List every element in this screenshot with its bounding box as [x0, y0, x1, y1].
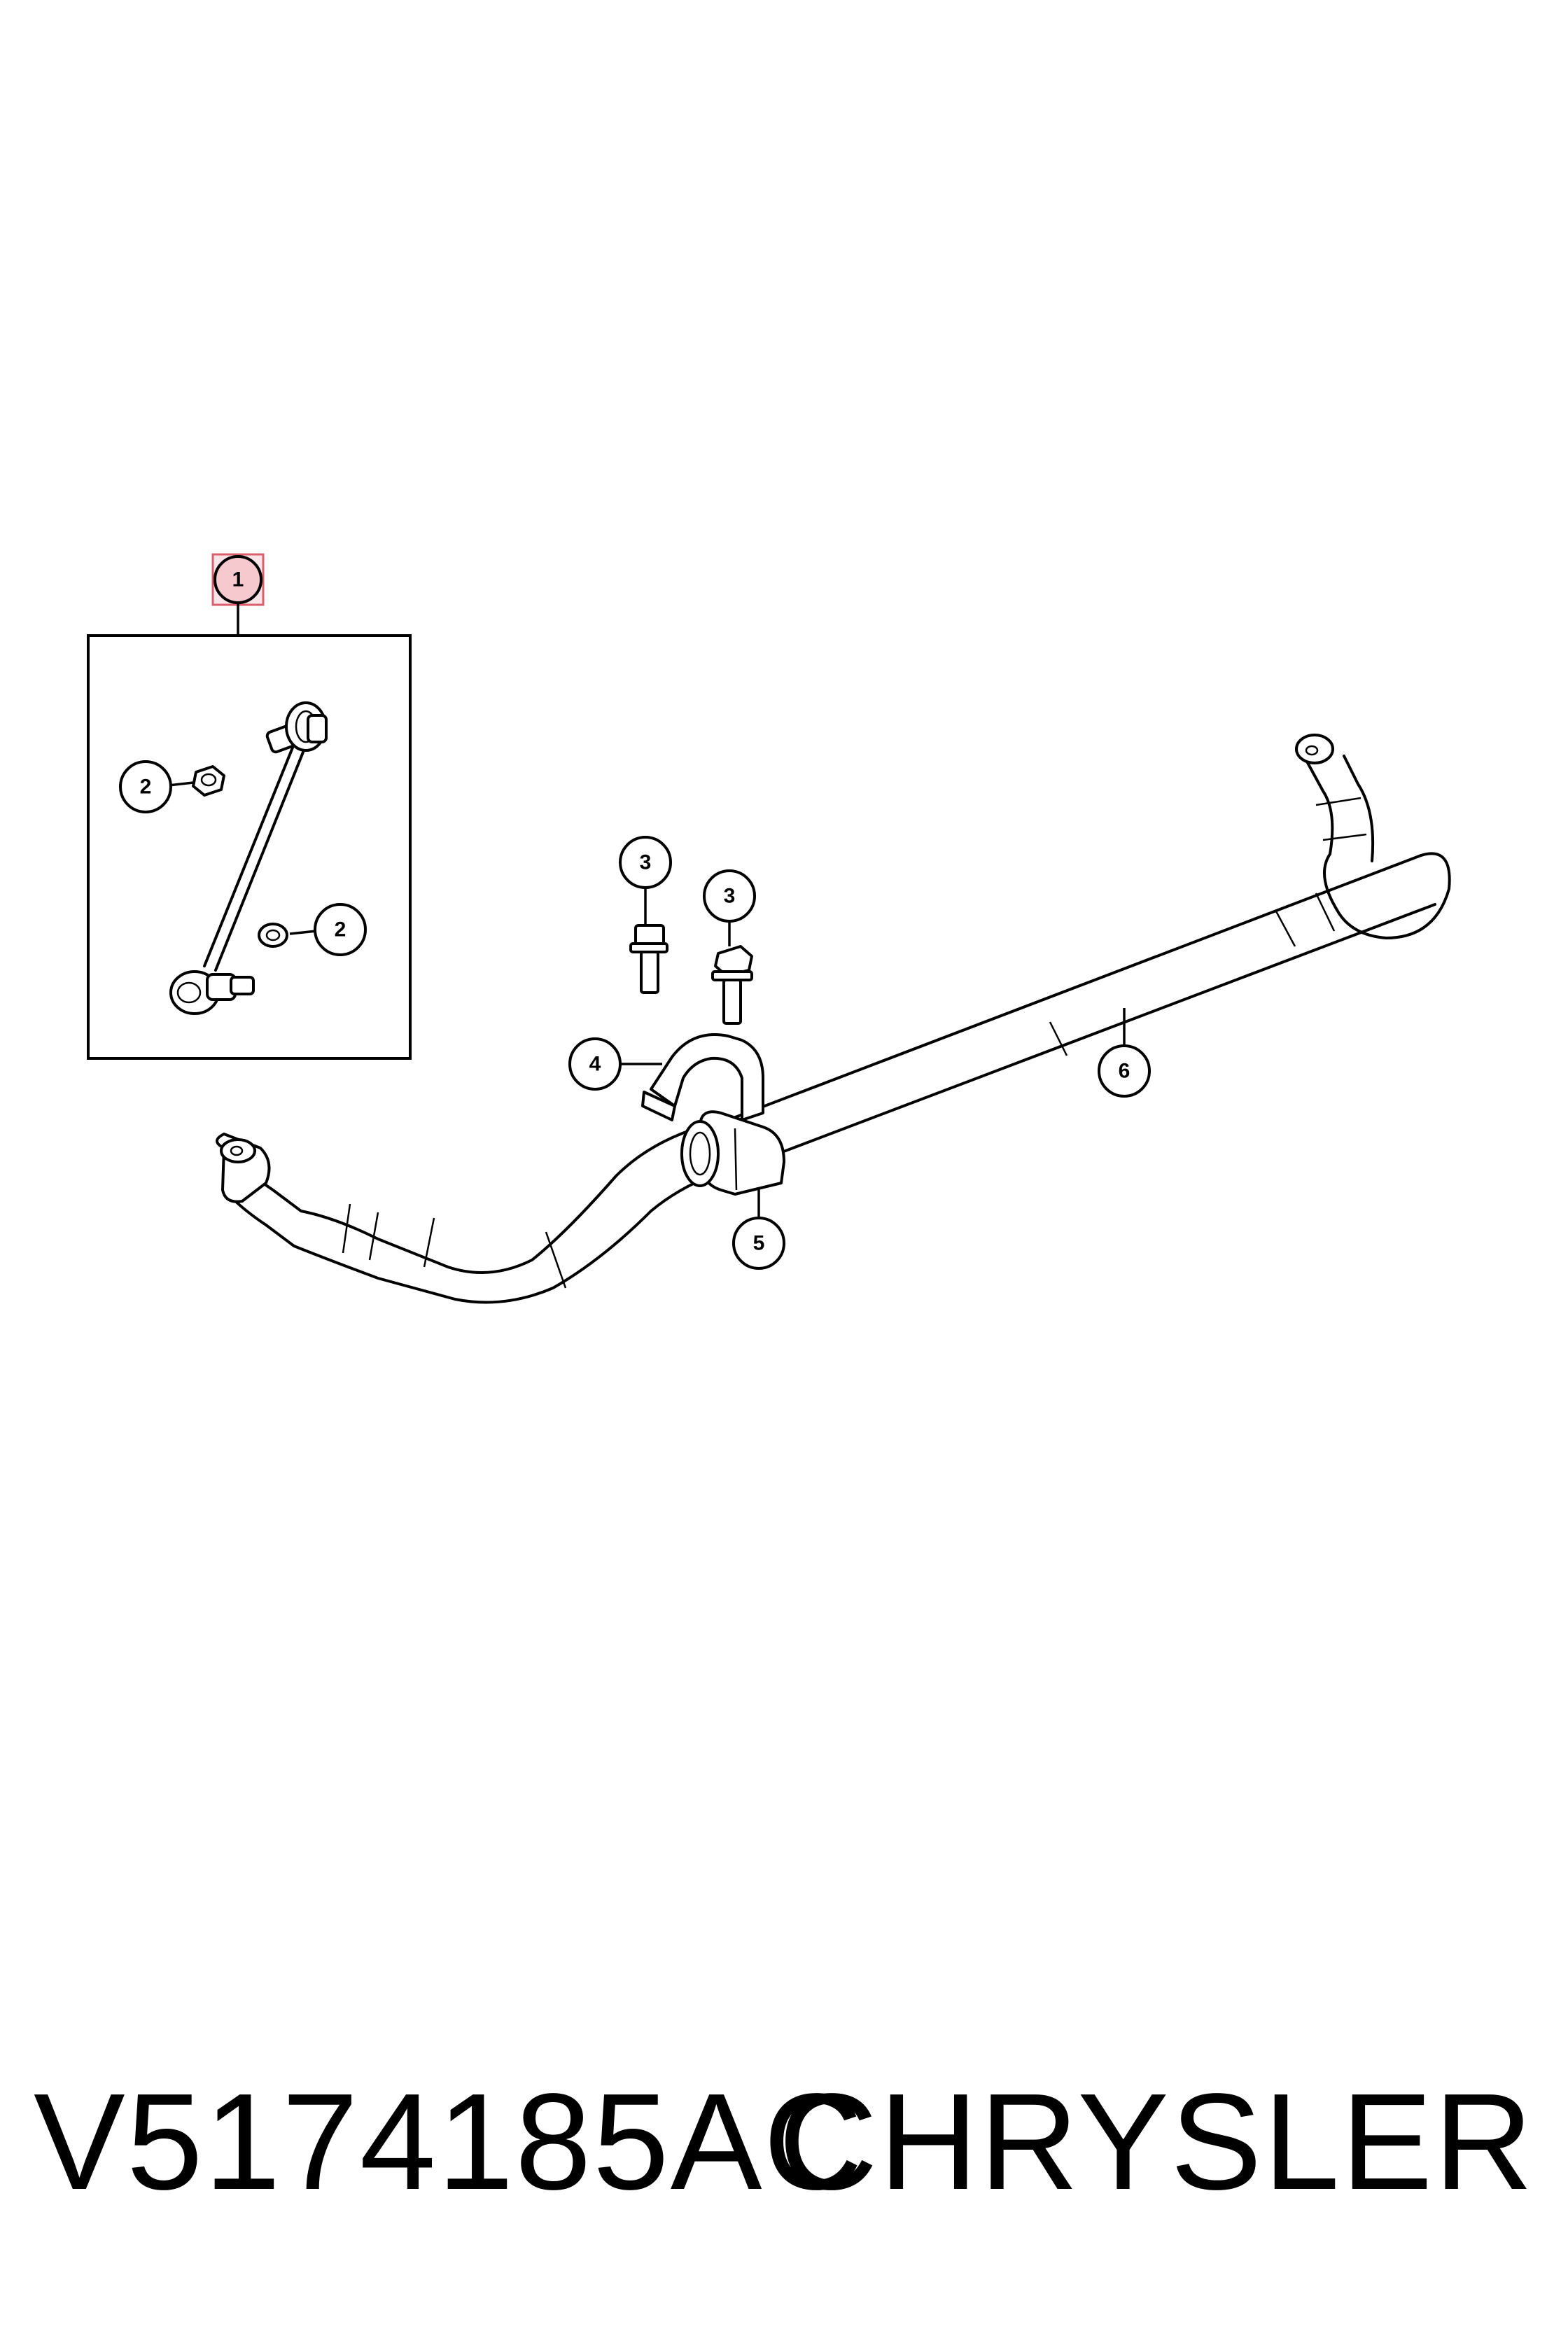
callout-3-right[interactable]: 3: [703, 869, 756, 946]
nut-lower: [258, 923, 288, 948]
callout-2-upper[interactable]: 2: [119, 760, 194, 813]
bolt-left: [629, 924, 668, 994]
callout-1[interactable]: 1: [211, 553, 265, 636]
callout-5-label: 5: [753, 1232, 765, 1255]
stabilizer-bar: [216, 734, 1451, 1304]
callout-3-left-label: 3: [640, 851, 652, 874]
callout-5[interactable]: 5: [732, 1187, 785, 1270]
callout-3-left[interactable]: 3: [619, 836, 672, 924]
callout-1-label: 1: [232, 568, 244, 592]
brand-name: CHRYSLER: [778, 2065, 1534, 2218]
footer: V5174185AC CHRYSLER: [0, 2065, 1568, 2219]
sway-bar-link: [169, 701, 328, 1015]
bushing: [680, 1110, 785, 1196]
callout-4[interactable]: 4: [568, 1037, 662, 1091]
callout-4-label: 4: [589, 1053, 601, 1076]
callout-2-upper-label: 2: [140, 776, 152, 799]
bushing-bracket: [641, 1033, 764, 1121]
nut-upper: [192, 765, 225, 797]
link-detail-box: [87, 634, 412, 1060]
callout-6[interactable]: 6: [1098, 1008, 1151, 1098]
bolt-right: [711, 945, 753, 1025]
callout-3-right-label: 3: [724, 885, 736, 908]
callout-2-lower-label: 2: [335, 918, 346, 941]
callout-2-lower[interactable]: 2: [289, 903, 367, 956]
part-number: V5174185AC: [34, 2065, 864, 2218]
callout-6-label: 6: [1119, 1060, 1130, 1083]
